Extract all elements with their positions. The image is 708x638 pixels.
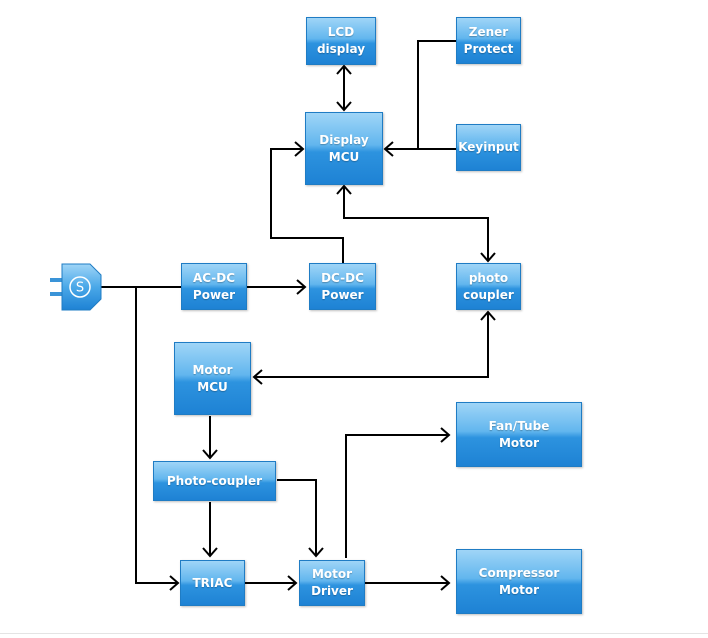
block-label-line: Photo-coupler — [166, 473, 263, 488]
block-label-line: Motor — [498, 435, 540, 450]
block-label-line: Fan/Tube — [488, 418, 550, 433]
photo-coupler-2-block: Photo-coupler — [153, 461, 276, 501]
arrowhead — [294, 141, 305, 157]
arrowhead — [287, 575, 298, 591]
connector-zener-display-mcu — [417, 40, 456, 149]
power-plug-icon: S — [50, 263, 102, 311]
arrowhead — [336, 184, 352, 195]
ac-dc-power-block: AC-DC Power — [181, 263, 247, 310]
arrowhead — [440, 575, 451, 591]
block-label-line: display — [316, 42, 366, 56]
arrowhead — [336, 64, 352, 75]
arrowhead — [480, 252, 496, 263]
block-label-line: LCD — [327, 25, 355, 39]
block-label-line: AC-DC — [192, 270, 236, 285]
arrowhead — [480, 310, 496, 321]
block-label-line: Power — [192, 287, 236, 302]
plug-symbol: S — [76, 281, 84, 296]
connector-dc-dc-display-mcu — [270, 148, 344, 263]
block-label-line: Motor — [498, 582, 540, 597]
dc-dc-power-block: DC-DC Power — [309, 263, 376, 310]
photo-coupler-block: photo coupler — [456, 263, 521, 310]
arrowhead — [202, 547, 218, 558]
arrowhead — [440, 427, 451, 443]
arrowhead — [169, 575, 180, 591]
block-label-line: Display — [319, 132, 369, 147]
connector-motor-driver-fan-tube — [345, 434, 449, 558]
triac-block: TRIAC — [180, 560, 245, 606]
block-label-line: TRIAC — [192, 575, 233, 590]
block-label-line: Driver — [311, 584, 353, 598]
connector-photo-coupler-motor-mcu — [254, 312, 489, 378]
arrowhead — [296, 279, 307, 295]
bottom-divider — [0, 633, 708, 634]
lcd-display-block: LCD display — [306, 17, 376, 65]
block-label-line: Protect — [463, 41, 514, 56]
block-label-line: Power — [321, 287, 364, 302]
block-label-line: Motor — [192, 362, 233, 377]
keyinput-block: Keyinput — [456, 124, 521, 171]
connector-plug-triac — [135, 287, 178, 584]
block-label-line: MCU — [328, 149, 360, 164]
block-label-line: Keyinput — [458, 140, 519, 154]
connector-display-mcu-photo-coupler — [343, 186, 489, 261]
block-label-line: Motor — [311, 567, 353, 581]
arrowhead — [336, 101, 352, 112]
block-label-line: Zener — [468, 24, 509, 39]
arrowhead — [252, 369, 263, 385]
arrowhead — [383, 141, 394, 157]
connector-photo-coupler-motor-driver — [277, 479, 317, 556]
block-label-line: MCU — [197, 379, 228, 394]
block-label-line: DC-DC — [321, 270, 364, 285]
block-label-line: coupler — [463, 287, 514, 302]
arrowhead — [308, 547, 324, 558]
arrowhead — [202, 449, 218, 460]
block-label-line: Compressor — [478, 565, 560, 580]
block-label-line: photo — [468, 270, 509, 285]
